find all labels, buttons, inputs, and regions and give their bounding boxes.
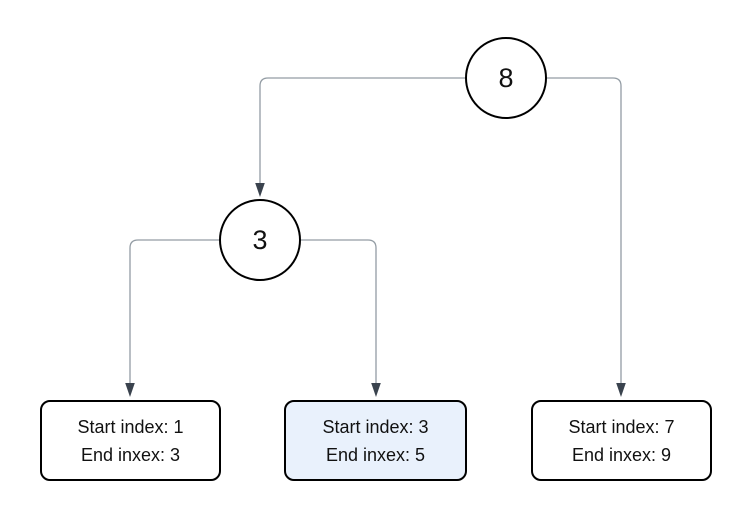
edge-root-to-leaf-3	[547, 77, 626, 397]
node-internal: 3	[219, 199, 301, 281]
edge-root-to-internal	[255, 77, 465, 197]
leaf-node-2: Start index: 3 End inxex: 5	[284, 400, 467, 481]
leaf-node-3: Start index: 7 End inxex: 9	[531, 400, 712, 481]
leaf-1-start-index: Start index: 1	[77, 416, 184, 437]
arrowhead-down-icon	[371, 383, 381, 397]
leaf-2-start-index: Start index: 3	[322, 416, 429, 437]
node-root: 8	[465, 37, 547, 119]
leaf-2-end-index: End inxex: 5	[325, 444, 426, 465]
edge-internal-to-leaf-2	[301, 239, 381, 397]
leaf-3-start-index: Start index: 7	[568, 416, 675, 437]
leaf-node-1: Start index: 1 End inxex: 3	[40, 400, 221, 481]
node-root-label: 8	[498, 62, 514, 93]
arrowhead-down-icon	[125, 383, 135, 397]
node-internal-label: 3	[252, 224, 268, 255]
leaf-1-end-index: End inxex: 3	[80, 444, 181, 465]
edge-internal-to-leaf-1	[125, 239, 219, 397]
arrowhead-down-icon	[616, 383, 626, 397]
arrowhead-down-icon	[255, 183, 265, 197]
leaf-3-end-index: End inxex: 9	[571, 444, 672, 465]
